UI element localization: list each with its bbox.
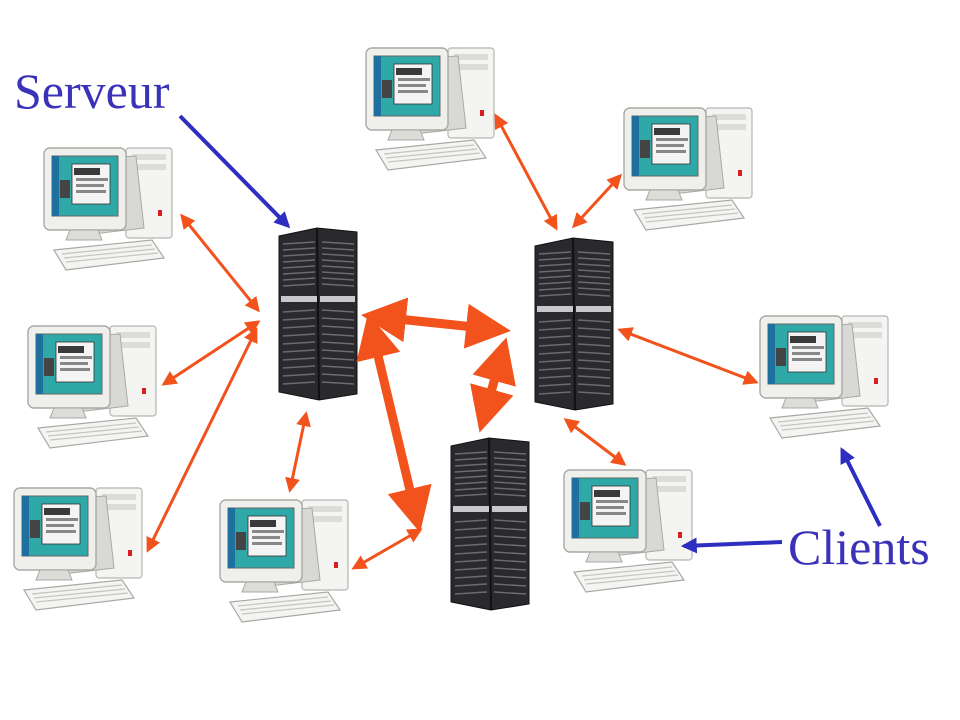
server-1 (277, 226, 359, 402)
link-client-4-server-3 (351, 528, 423, 570)
server-tower-icon (449, 436, 531, 612)
link-server-2-server-3 (470, 337, 516, 433)
link-client-7-server-2 (617, 327, 759, 385)
desktop-computer-icon (43, 147, 173, 271)
client-2 (27, 325, 157, 449)
server-tower-icon (533, 236, 615, 412)
client-8 (563, 469, 693, 593)
serveur-label: Serveur (14, 63, 170, 119)
server-3 (449, 436, 531, 612)
desktop-computer-icon (759, 315, 889, 439)
link-client-6-server-2 (571, 173, 623, 229)
link-client-3-server-1 (146, 327, 258, 553)
client-4 (219, 499, 349, 623)
link-server-1-server-3 (356, 313, 432, 533)
link-client-1-server-1 (180, 213, 260, 313)
link-client-8-server-2 (563, 418, 627, 466)
clients-pointer-arrow-left (680, 537, 783, 554)
desktop-computer-icon (365, 47, 495, 171)
clients-label: Clients (788, 519, 930, 575)
clients-pointer-arrow-up (840, 447, 882, 527)
link-server-1-server-2 (361, 297, 511, 349)
desktop-computer-icon (27, 325, 157, 449)
desktop-computer-icon (623, 107, 753, 231)
desktop-computer-icon (563, 469, 693, 593)
client-1 (43, 147, 173, 271)
client-6 (623, 107, 753, 231)
client-7 (759, 315, 889, 439)
client-5 (365, 47, 495, 171)
desktop-computer-icon (13, 487, 143, 611)
client-3 (13, 487, 143, 611)
server-tower-icon (277, 226, 359, 402)
server-2 (533, 236, 615, 412)
desktop-computer-icon (219, 499, 349, 623)
link-client-4-server-1 (285, 411, 311, 493)
link-client-5-server-2 (494, 113, 558, 231)
serveur-pointer-arrow (178, 114, 291, 229)
